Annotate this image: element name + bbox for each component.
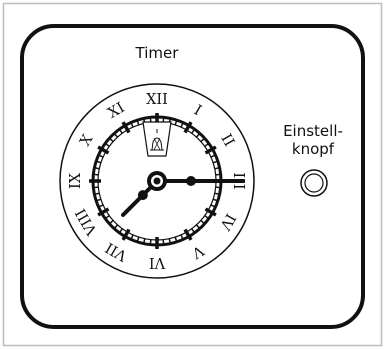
minute-tick — [93, 174, 98, 175]
knob-icon[interactable] — [301, 170, 327, 196]
minute-tick — [169, 239, 170, 244]
minute-tick — [93, 187, 98, 188]
minute-tick — [94, 168, 99, 169]
minute-tick — [94, 193, 99, 194]
minute-tick — [144, 239, 145, 244]
timer-title: Timer — [135, 44, 180, 62]
minute-tick — [163, 240, 164, 245]
numeral-vi: VI — [149, 254, 166, 270]
minute-hand-dot — [186, 176, 196, 186]
minute-tick — [215, 168, 220, 169]
minute-tick — [150, 240, 151, 245]
hour-hand-dot — [138, 190, 148, 200]
minute-tick — [216, 187, 221, 188]
bell-window-icon — [143, 122, 171, 156]
minute-tick — [215, 193, 220, 194]
knob-label-line2: knopf — [292, 140, 335, 158]
hand-hub-center — [154, 178, 161, 185]
numeral-xii: XII — [146, 92, 168, 108]
minute-tick — [216, 174, 221, 175]
numeral-ix: IX — [68, 172, 84, 189]
knob-label-line1: Einstell- — [283, 122, 343, 140]
